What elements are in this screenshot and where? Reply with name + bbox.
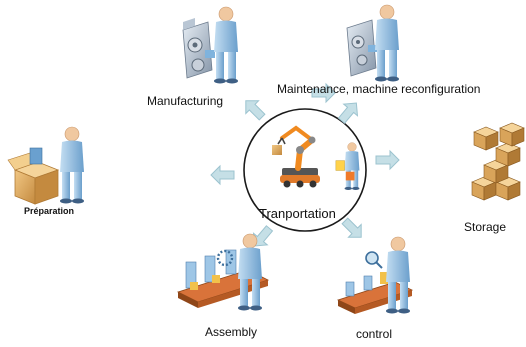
label-maintenance: Maintenance, machine reconfiguration [277,82,481,96]
manufacturing-station-icon [182,6,239,84]
arrow-to-storage [375,149,400,171]
preparation-station-icon [7,126,85,205]
label-transportation: Tranportation [259,206,336,221]
arrow-to-maintenance [337,102,359,124]
arrow-shape [337,102,359,124]
arrow-to-preparation [210,164,235,186]
label-manufacturing: Manufacturing [147,94,224,108]
arrow-to-manufacturing [245,100,266,121]
arrow-shape [341,217,362,238]
assembly-station-icon [176,233,270,311]
storage-boxes-icon [471,122,525,201]
arrow-to-control [341,217,362,238]
label-assembly: Assembly [205,325,258,339]
arrow-shape [245,100,266,121]
label-preparation: Préparation [24,206,75,216]
arrow-shape [375,149,400,171]
label-control: control [356,327,393,341]
maintenance-station-icon [346,4,400,82]
arrow-shape [210,164,235,186]
transport-worker-icon [335,142,360,191]
label-storage: Storage [464,220,507,234]
control-station-icon [336,236,414,314]
robot-arm-icon [272,125,320,188]
arrow-top-right [311,82,336,104]
center-circle [243,108,367,232]
arrow-shape [311,82,336,104]
